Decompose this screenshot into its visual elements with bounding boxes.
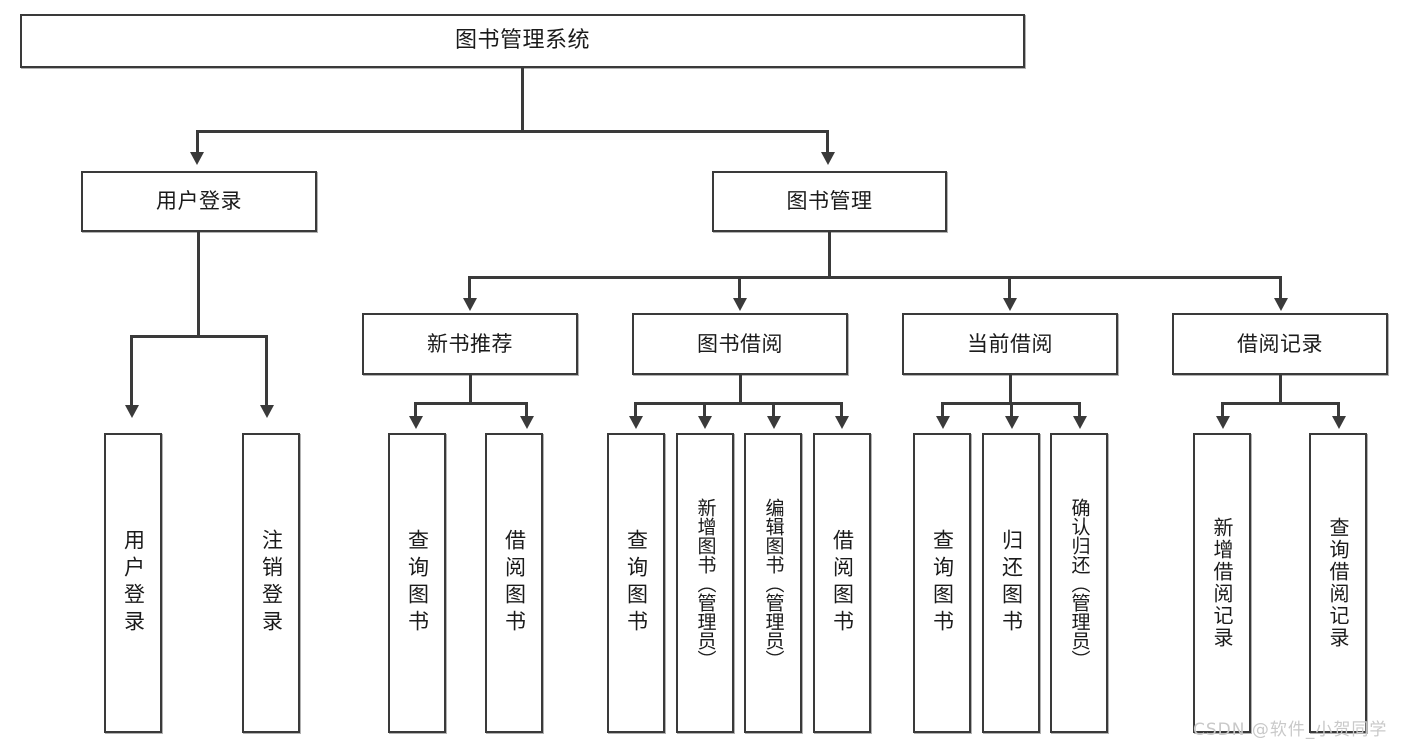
node-label: 查询图书: [930, 529, 955, 637]
node-current-borrow[interactable]: 当前借阅: [902, 313, 1118, 375]
node-label: 用户登录: [121, 529, 146, 637]
leaf-user-login[interactable]: 用户登录: [104, 433, 162, 733]
connector-book-borrow-stem: [739, 375, 742, 404]
connector-drop-leaf-borrow-book-2: [840, 402, 843, 418]
connector-drop-leaf-query-book-3: [941, 402, 944, 418]
arrowhead-leaf-confirm-return: [1073, 416, 1087, 429]
leaf-query-book-new-recommend[interactable]: 查询图书: [388, 433, 446, 733]
node-label: 编辑图书（管理员）: [762, 497, 785, 669]
connector-drop-leaf-query-book-1: [414, 402, 417, 418]
arrowhead-leaf-query-book-3: [936, 416, 950, 429]
arrowhead-user-login: [190, 152, 204, 165]
leaf-query-book-borrow[interactable]: 查询图书: [607, 433, 665, 733]
connector-drop-leaf-query-book-2: [634, 402, 637, 418]
connector-drop-leaf-query-record: [1337, 402, 1340, 418]
node-label: 确认归还（管理员）: [1068, 497, 1091, 669]
arrowhead-leaf-query-book-2: [629, 416, 643, 429]
connector-drop-leaf-edit-book: [772, 402, 775, 418]
node-new-book-recommend[interactable]: 新书推荐: [362, 313, 578, 375]
node-label: 图书管理: [786, 189, 873, 214]
node-label: 借阅图书: [502, 529, 527, 637]
arrowhead-leaf-borrow-book-1: [520, 416, 534, 429]
leaf-return-book[interactable]: 归还图书: [982, 433, 1040, 733]
arrowhead-leaf-user-login: [125, 405, 139, 418]
connector-drop-leaf-return-book: [1010, 402, 1013, 418]
node-label: 当前借阅: [967, 331, 1053, 356]
arrowhead-leaf-query-book-1: [409, 416, 423, 429]
node-label: 图书借阅: [697, 331, 783, 356]
node-label: 查询图书: [405, 529, 430, 637]
connector-book-manage-bus: [468, 276, 1282, 279]
connector-book-manage-stem: [828, 232, 831, 278]
connector-drop-leaf-add-book: [703, 402, 706, 418]
connector-drop-new-book-recommend: [468, 276, 471, 300]
node-borrow-record[interactable]: 借阅记录: [1172, 313, 1388, 375]
connector-book-borrow-bus: [634, 402, 842, 405]
node-label: 图书管理系统: [454, 28, 590, 54]
arrowhead-leaf-add-book: [698, 416, 712, 429]
arrowhead-leaf-borrow-book-2: [835, 416, 849, 429]
connector-user-login-bus: [130, 335, 267, 338]
leaf-user-logout[interactable]: 注销登录: [242, 433, 300, 733]
connector-current-borrow-stem: [1009, 375, 1012, 404]
connector-drop-leaf-add-record: [1221, 402, 1224, 418]
node-book-borrow[interactable]: 图书借阅: [632, 313, 848, 375]
arrowhead-current-borrow: [1003, 298, 1017, 311]
connector-new-book-recommend-bus: [414, 402, 528, 405]
node-label: 注销登录: [259, 529, 284, 637]
connector-drop-user-login: [196, 130, 199, 154]
connector-drop-leaf-user-login: [130, 335, 133, 407]
watermark-text: CSDN @软件_小贺同学: [1193, 720, 1388, 740]
node-label: 用户登录: [156, 189, 242, 214]
node-label: 归还图书: [999, 529, 1024, 637]
connector-drop-leaf-borrow-book-1: [525, 402, 528, 418]
leaf-add-book[interactable]: 新增图书（管理员）: [676, 433, 734, 733]
connector-new-book-recommend-stem: [469, 375, 472, 404]
connector-borrow-record-bus: [1221, 402, 1340, 405]
arrowhead-leaf-query-record: [1332, 416, 1346, 429]
leaf-edit-book[interactable]: 编辑图书（管理员）: [744, 433, 802, 733]
arrowhead-new-book-recommend: [463, 298, 477, 311]
leaf-query-borrow-record[interactable]: 查询借阅记录: [1309, 433, 1367, 733]
arrowhead-borrow-record: [1274, 298, 1288, 311]
node-label: 借阅记录: [1237, 331, 1323, 356]
leaf-query-book-current[interactable]: 查询图书: [913, 433, 971, 733]
arrowhead-leaf-add-record: [1216, 416, 1230, 429]
node-label: 借阅图书: [830, 529, 855, 637]
connector-drop-current-borrow: [1008, 276, 1011, 300]
leaf-add-borrow-record[interactable]: 新增借阅记录: [1193, 433, 1251, 733]
node-book-manage[interactable]: 图书管理: [712, 171, 947, 232]
leaf-borrow-book-borrow[interactable]: 借阅图书: [813, 433, 871, 733]
connector-borrow-record-stem: [1279, 375, 1282, 404]
node-user-login[interactable]: 用户登录: [81, 171, 317, 232]
arrowhead-leaf-edit-book: [767, 416, 781, 429]
arrowhead-book-manage: [821, 152, 835, 165]
node-label: 新增借阅记录: [1210, 517, 1234, 649]
connector-drop-book-manage: [826, 130, 829, 154]
node-label: 新书推荐: [427, 331, 513, 356]
node-label: 查询借阅记录: [1326, 517, 1350, 649]
node-label: 查询图书: [624, 529, 649, 637]
connector-user-login-stem: [197, 232, 200, 337]
connector-root-bus: [196, 130, 829, 133]
csdn-watermark: CSDN @软件_小贺同学: [1193, 715, 1387, 740]
arrowhead-leaf-return-book: [1005, 416, 1019, 429]
connector-drop-leaf-confirm-return: [1078, 402, 1081, 418]
connector-root-stem: [521, 68, 524, 132]
connector-drop-book-borrow: [738, 276, 741, 300]
node-root-system[interactable]: 图书管理系统: [20, 14, 1025, 68]
node-label: 新增图书（管理员）: [694, 497, 717, 669]
leaf-confirm-return[interactable]: 确认归还（管理员）: [1050, 433, 1108, 733]
connector-drop-borrow-record: [1279, 276, 1282, 300]
arrowhead-book-borrow: [733, 298, 747, 311]
arrowhead-leaf-user-logout: [260, 405, 274, 418]
connector-drop-leaf-user-logout: [265, 335, 268, 407]
leaf-borrow-book-new-recommend[interactable]: 借阅图书: [485, 433, 543, 733]
